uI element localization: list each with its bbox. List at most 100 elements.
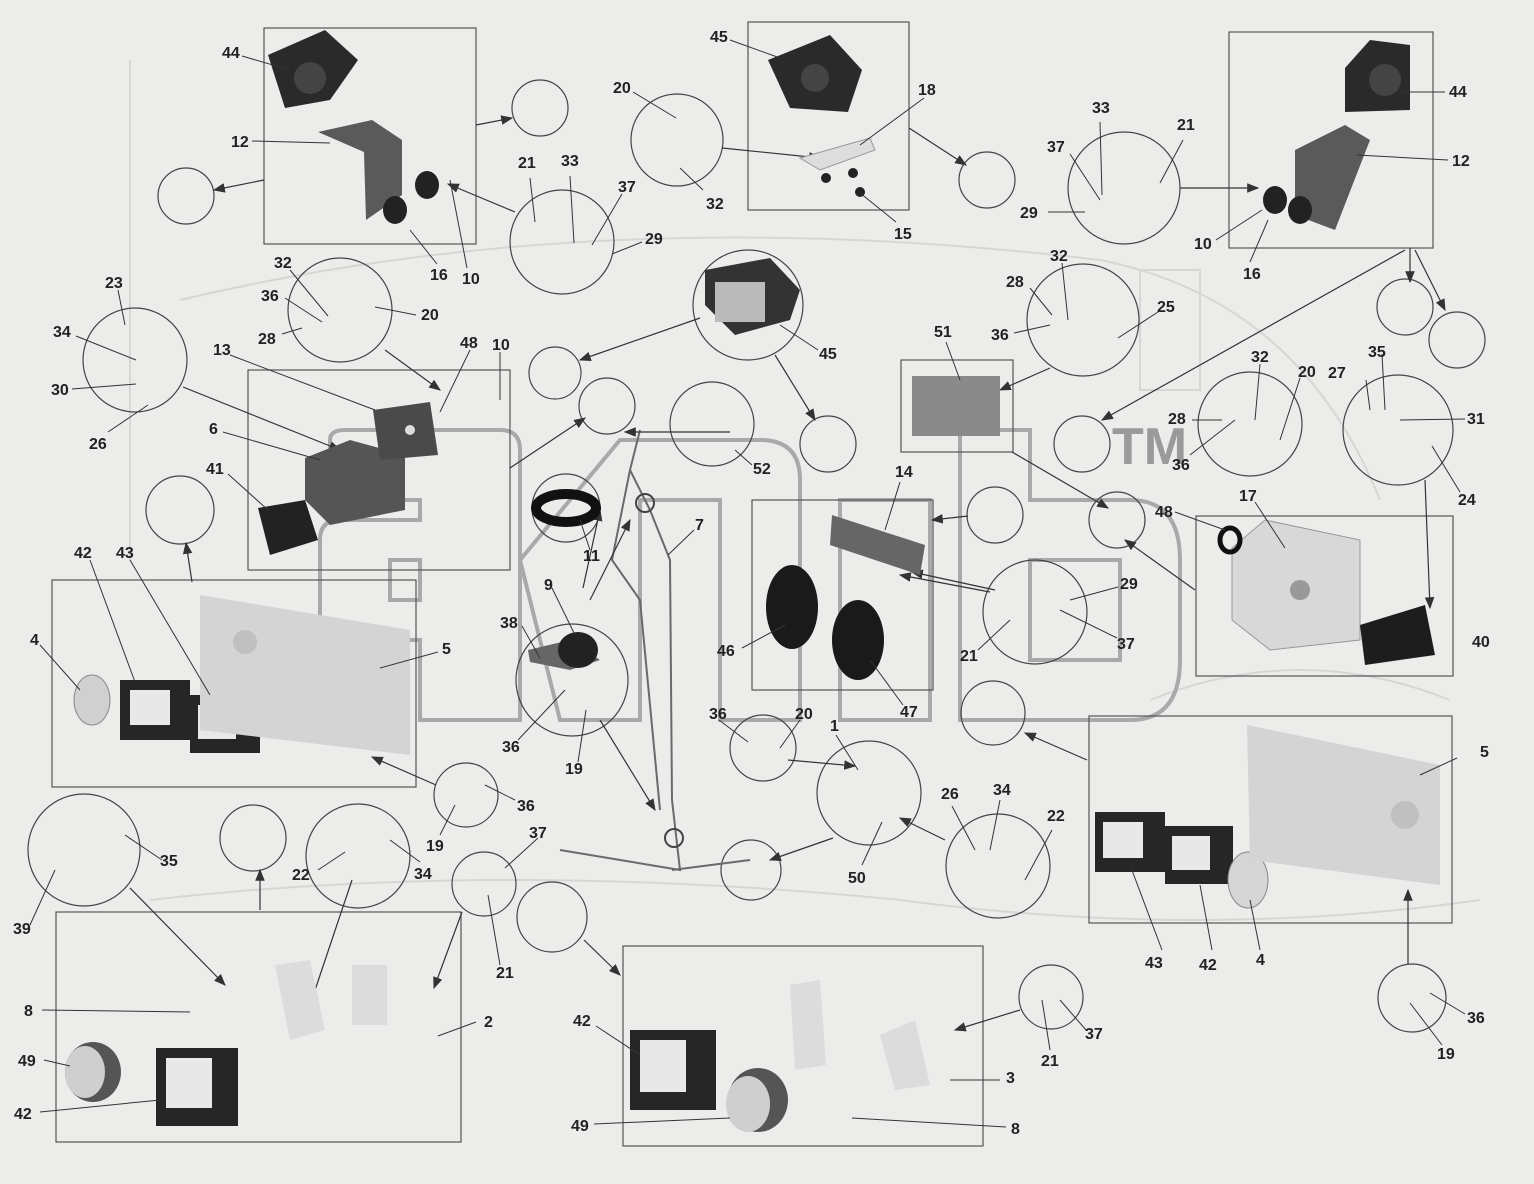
callout-label: 21	[960, 648, 978, 665]
callout-label: 20	[421, 307, 439, 324]
callout-label: 46	[717, 643, 735, 660]
callout-label: 17	[1239, 488, 1257, 505]
bracket-part	[1263, 125, 1370, 230]
callout-label: 4	[30, 632, 39, 649]
callout-label: 27	[1328, 365, 1346, 382]
watermark-logo	[318, 428, 1182, 722]
callout-label: 33	[1092, 100, 1110, 117]
callout-label: 8	[1011, 1121, 1020, 1138]
assembly-box-bottom-left	[55, 911, 462, 1143]
assembly-box-housing	[1195, 515, 1454, 677]
callout-label: 47	[900, 704, 918, 721]
callout-label: 3	[1006, 1070, 1015, 1087]
bracket-part	[318, 120, 402, 220]
callout-label: 38	[500, 615, 518, 632]
callout-label: 19	[1437, 1046, 1455, 1063]
callout-label: 26	[89, 436, 107, 453]
callout-label: 19	[565, 761, 583, 778]
callout-label: 36	[502, 739, 520, 756]
callout-label: 25	[1157, 299, 1175, 316]
beacon-part	[768, 35, 876, 197]
callout-label: 2	[484, 1014, 493, 1031]
horn-part	[766, 515, 925, 680]
callout-label: 20	[613, 80, 631, 97]
callout-label: 42	[14, 1106, 32, 1123]
callout-label: 7	[695, 517, 704, 534]
callout-label: 42	[1199, 957, 1217, 974]
callout-label: 21	[1177, 117, 1195, 134]
callout-label: 14	[895, 464, 913, 481]
callout-label: 32	[274, 255, 292, 272]
callout-label: 28	[1006, 274, 1024, 291]
callout-label: 36	[1467, 1010, 1485, 1027]
watermark-tm: TM	[1112, 418, 1187, 476]
beacon-part	[1345, 40, 1410, 112]
callout-label: 37	[529, 825, 547, 842]
callout-label: 13	[213, 342, 231, 359]
beacon-part	[268, 30, 358, 108]
callout-label: 30	[51, 382, 69, 399]
assembly-box-horns	[751, 499, 934, 691]
callout-label: 16	[430, 267, 448, 284]
callout-label: 52	[753, 461, 771, 478]
callout-label: 42	[573, 1013, 591, 1030]
lamp-part	[630, 980, 930, 1132]
callout-label: 34	[53, 324, 71, 341]
assembly-box-top-center	[747, 21, 910, 211]
callout-leaders	[29, 39, 1466, 1128]
assembly-box-bottom-center	[622, 945, 984, 1147]
callout-label: 5	[1480, 744, 1489, 761]
callout-label: 44	[1449, 84, 1467, 101]
callout-label: 19	[426, 838, 444, 855]
clamp-part	[383, 171, 439, 224]
callout-label: 29	[645, 231, 663, 248]
panel-part	[912, 376, 1000, 436]
callout-label: 15	[894, 226, 912, 243]
leader-arrows	[129, 115, 1446, 1032]
callout-label: 42	[74, 545, 92, 562]
housing-part	[1217, 519, 1435, 665]
callout-label: 34	[414, 866, 432, 883]
callout-label: 37	[1117, 636, 1135, 653]
lamp-part	[73, 595, 410, 755]
callout-label: 18	[918, 82, 936, 99]
callout-label: 22	[292, 867, 310, 884]
callout-label: 49	[571, 1118, 589, 1135]
callout-label: 28	[258, 331, 276, 348]
lamp-part	[65, 960, 387, 1126]
assembly-box-buzzer	[247, 369, 511, 571]
callout-label: 1	[830, 718, 839, 735]
speaker-part	[705, 258, 800, 335]
mount-part	[528, 632, 600, 670]
callout-label: 41	[206, 461, 224, 478]
callout-label: 51	[934, 324, 952, 341]
callout-label: 43	[116, 545, 134, 562]
callout-label: 21	[518, 155, 536, 172]
callout-label: 6	[209, 421, 218, 438]
callout-label: 36	[517, 798, 535, 815]
buzzer-part	[258, 402, 438, 555]
parts	[65, 30, 1440, 1132]
group-boxes	[51, 21, 1454, 1147]
callout-label: 4	[1256, 952, 1265, 969]
assembly-box-panel	[900, 359, 1014, 453]
callout-label: 45	[819, 346, 837, 363]
callout-label: 37	[1047, 139, 1065, 156]
callout-label: 9	[544, 577, 553, 594]
wiring-harness	[559, 429, 751, 872]
callout-label: 20	[1298, 364, 1316, 381]
callout-label: 32	[1050, 248, 1068, 265]
callout-label: 23	[105, 275, 123, 292]
callout-label: 21	[496, 965, 514, 982]
callout-label: 31	[1467, 411, 1485, 428]
callout-label: 44	[222, 45, 240, 62]
callout-label: 36	[261, 288, 279, 305]
background-silhouette	[129, 60, 1481, 921]
callout-label: 29	[1120, 576, 1138, 593]
callout-label: 32	[1251, 349, 1269, 366]
assembly-box-top-right	[1228, 31, 1434, 249]
callout-label: 40	[1472, 634, 1490, 651]
callout-label: 28	[1168, 411, 1186, 428]
